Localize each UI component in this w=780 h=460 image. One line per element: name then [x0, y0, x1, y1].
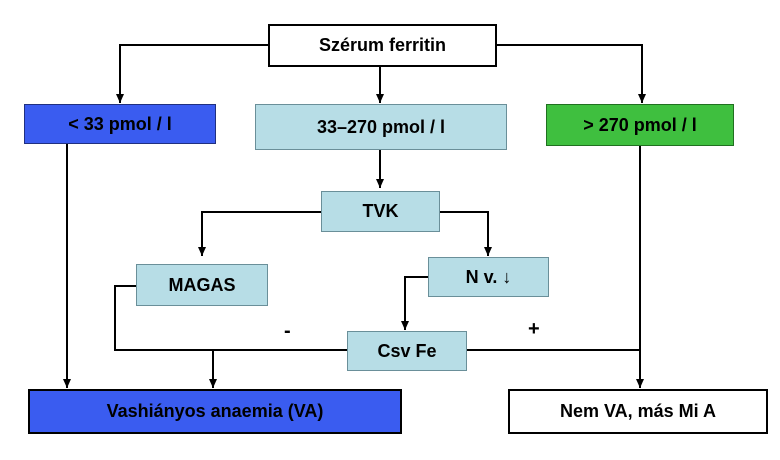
node-label: Vashiányos anaemia (VA)	[106, 401, 324, 421]
node-label: MAGAS	[168, 274, 236, 295]
node-nem-va: Nem VA, más Mi A	[508, 389, 768, 434]
node-vashianyos-anaemia: Vashiányos anaemia (VA)	[28, 389, 402, 434]
node-magas: MAGAS	[136, 264, 268, 306]
node-tvk: TVK	[321, 191, 440, 232]
node-label: Csv Fe	[377, 340, 437, 361]
node-low-range: < 33 pmol / l	[24, 104, 216, 144]
node-high-range: > 270 pmol / l	[546, 104, 734, 146]
node-nv: N v. ↓	[428, 257, 549, 297]
node-mid-range: 33–270 pmol / l	[255, 104, 507, 150]
node-label: N v. ↓	[465, 266, 512, 287]
node-label: < 33 pmol / l	[68, 113, 172, 134]
edge-nv-to-csvfe	[401, 276, 428, 330]
node-label: > 270 pmol / l	[583, 114, 697, 135]
edge-tvk-to-magas	[198, 211, 321, 256]
node-label: TVK	[362, 201, 399, 221]
node-label: Szérum ferritin	[318, 35, 447, 55]
edge-root-to-high	[497, 44, 646, 103]
node-label: 33–270 pmol / l	[316, 116, 446, 137]
edge-label-minus: -	[284, 320, 291, 342]
node-csv-fe: Csv Fe	[347, 331, 467, 371]
edge-magas-to-va	[114, 285, 347, 351]
node-szerum-ferritin: Szérum ferritin	[268, 24, 497, 67]
edge-root-to-low	[116, 44, 268, 103]
edge-label-plus: +	[528, 318, 540, 340]
node-label: Nem VA, más Mi A	[559, 401, 717, 421]
edge-tvk-to-nv	[440, 211, 492, 256]
